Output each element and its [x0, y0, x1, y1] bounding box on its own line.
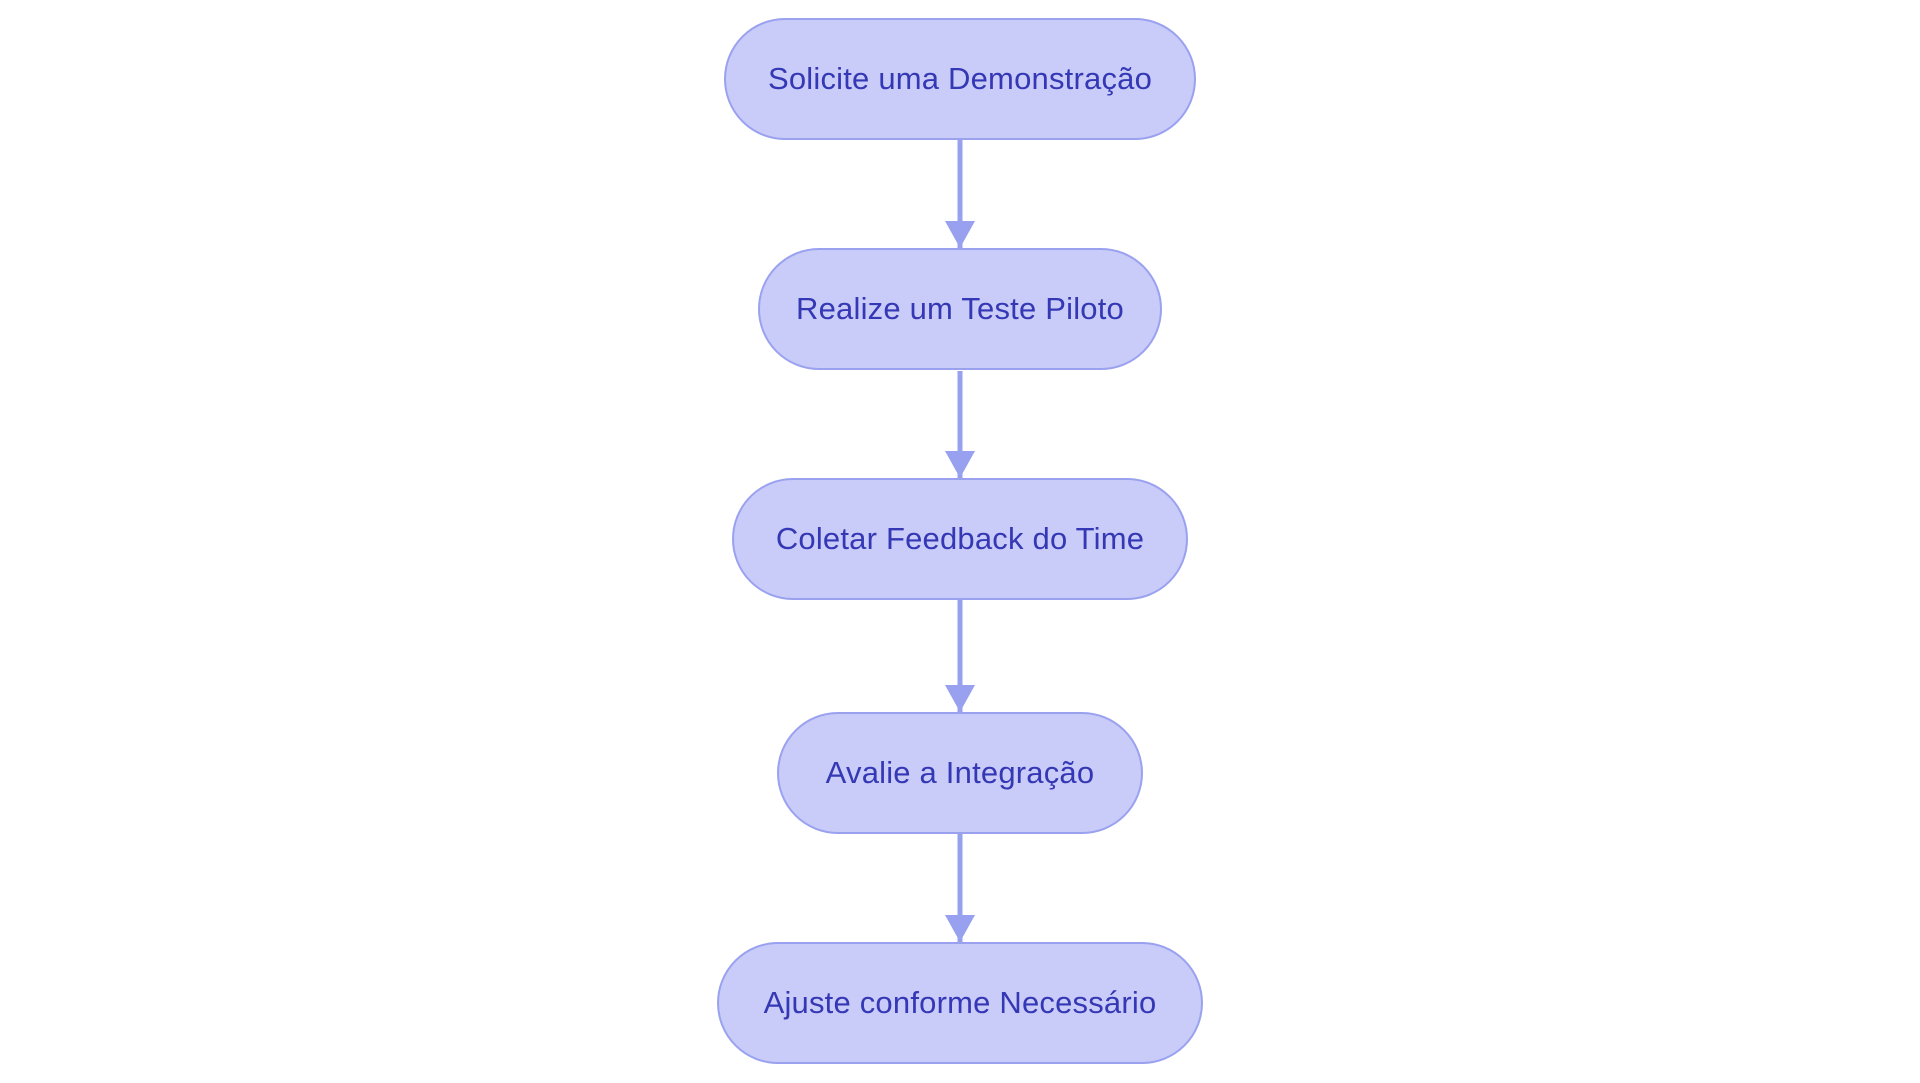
- flow-node-realize-teste-piloto: Realize um Teste Piloto: [758, 248, 1162, 370]
- flow-node-label: Avalie a Integração: [825, 755, 1095, 790]
- arrow-connector-1: [945, 140, 975, 248]
- flow-node-solicite-demonstracao: Solicite uma Demonstração: [724, 18, 1196, 140]
- arrow-down-icon: [945, 915, 975, 942]
- flow-node-label: Coletar Feedback do Time: [775, 521, 1145, 556]
- arrow-connector-4: [945, 833, 975, 942]
- arrow-down-icon: [945, 685, 975, 712]
- flow-node-ajuste-necessario: Ajuste conforme Necessário: [717, 942, 1203, 1064]
- flow-node-label: Solicite uma Demonstração: [767, 61, 1153, 96]
- flow-node-label: Ajuste conforme Necessário: [763, 985, 1157, 1020]
- flow-node-avalie-integracao: Avalie a Integração: [777, 712, 1143, 834]
- arrow-line: [957, 833, 963, 942]
- arrow-connector-2: [945, 371, 975, 478]
- arrow-line: [957, 371, 963, 478]
- flow-node-coletar-feedback: Coletar Feedback do Time: [732, 478, 1188, 600]
- arrow-line: [957, 140, 963, 248]
- arrow-down-icon: [945, 451, 975, 478]
- flow-node-label: Realize um Teste Piloto: [796, 291, 1124, 326]
- arrow-down-icon: [945, 221, 975, 248]
- arrow-line: [957, 600, 963, 712]
- arrow-connector-3: [945, 600, 975, 712]
